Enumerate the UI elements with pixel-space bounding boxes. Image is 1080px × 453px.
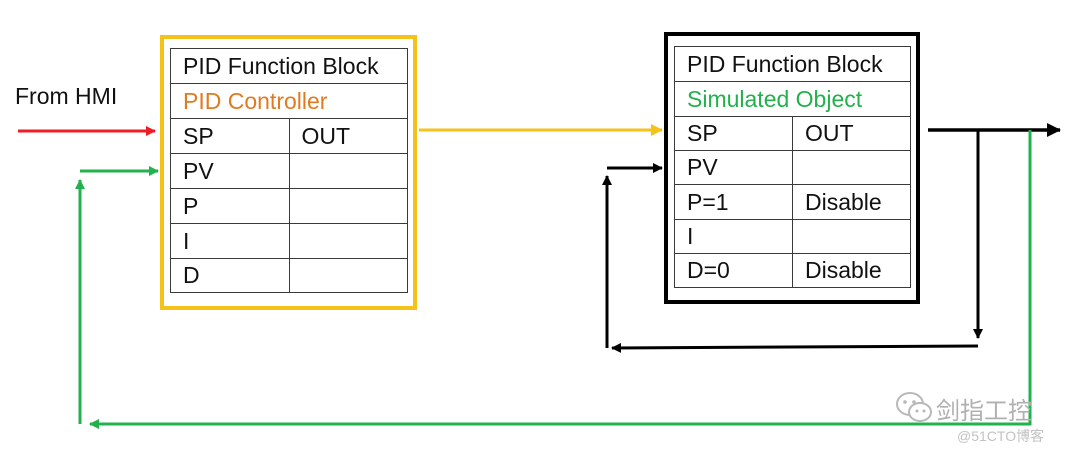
controller-pin-left: SP bbox=[170, 118, 290, 154]
controller-subtitle: PID Controller bbox=[170, 83, 408, 119]
controller-pin-right bbox=[288, 258, 408, 293]
plant-pin-left: I bbox=[674, 219, 793, 254]
plant-pin-right: Disable bbox=[792, 253, 911, 288]
plant-pin-right: OUT bbox=[792, 116, 911, 151]
plant-subtitle: Simulated Object bbox=[674, 81, 911, 117]
controller-pin-right bbox=[288, 188, 408, 224]
plant-header: PID Function Block bbox=[674, 46, 911, 82]
plant-pin-right: Disable bbox=[792, 184, 911, 220]
from-hmi-label: From HMI bbox=[15, 83, 118, 109]
plant-pin-left: SP bbox=[674, 116, 793, 151]
controller-pin-right: OUT bbox=[288, 118, 408, 154]
watermark-source: @51CTO博客 bbox=[957, 428, 1045, 444]
wechat-icon bbox=[896, 392, 932, 422]
plant-pin-right bbox=[792, 219, 911, 254]
controller-frame bbox=[160, 35, 417, 310]
plant-pin-right bbox=[792, 150, 911, 185]
plant-pin-left: D=0 bbox=[674, 253, 793, 288]
controller-pin-left: PV bbox=[170, 153, 290, 189]
controller-pin-left: I bbox=[170, 223, 290, 259]
controller-pin-left: P bbox=[170, 188, 290, 224]
controller-header: PID Function Block bbox=[170, 48, 408, 84]
controller-pin-left: D bbox=[170, 258, 290, 293]
controller-pin-right bbox=[288, 223, 408, 259]
watermark-brand: 剑指工控 bbox=[936, 398, 1032, 425]
green-feedback-down-line bbox=[89, 130, 1032, 429]
plant-frame bbox=[664, 32, 920, 304]
plant-pin-left: PV bbox=[674, 150, 793, 185]
controller-pin-right bbox=[288, 153, 408, 189]
plant-feedback-bottom-line bbox=[611, 342, 979, 353]
plant-pin-left: P=1 bbox=[674, 184, 793, 220]
